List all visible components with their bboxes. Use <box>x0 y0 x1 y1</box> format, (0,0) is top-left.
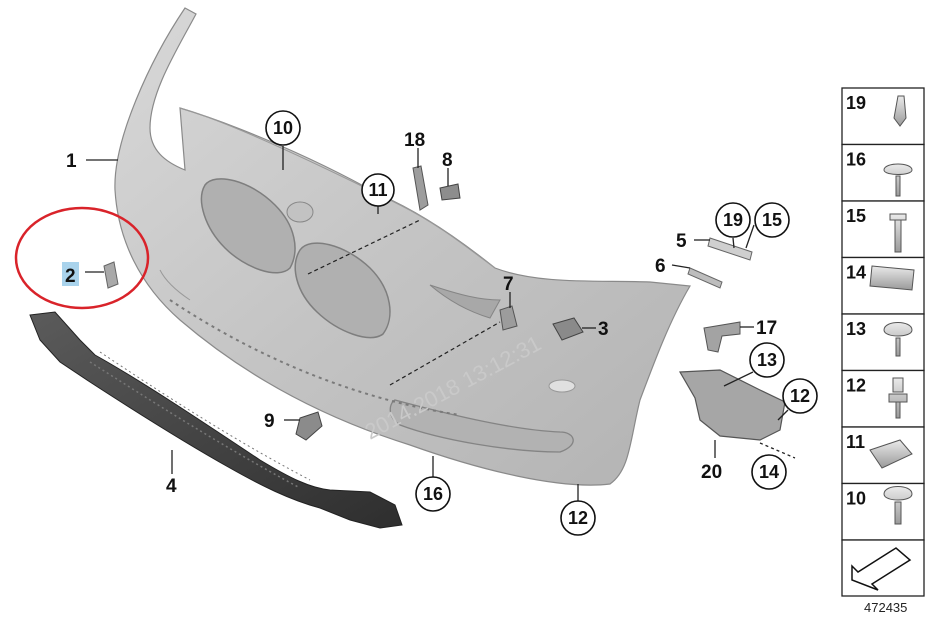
label-18: 18 <box>404 130 425 151</box>
part-icon-10 <box>883 486 913 525</box>
part-icon-13 <box>883 322 913 357</box>
svg-text:10: 10 <box>273 118 293 138</box>
part-cell-label-12: 12 <box>846 376 866 396</box>
bumper-cover <box>114 7 691 486</box>
part-cell-16: 16 <box>841 143 925 202</box>
label-17: 17 <box>756 318 777 339</box>
part-8-clip <box>439 183 461 201</box>
part-icon-12 <box>888 377 908 419</box>
part-icon-19 <box>893 95 907 127</box>
part-6-guide <box>687 267 723 289</box>
lower-grille-strip <box>29 311 403 529</box>
part-cell-label-19: 19 <box>846 93 866 113</box>
label-7: 7 <box>503 274 514 295</box>
part-cell-label-13: 13 <box>846 319 866 339</box>
svg-text:11: 11 <box>368 180 387 200</box>
parts-panel: 19 16 15 14 13 12 11 10 472435 <box>841 87 925 615</box>
highlight-circle <box>14 206 150 310</box>
svg-text:13: 13 <box>757 350 777 370</box>
part-2-bracket <box>103 261 119 289</box>
part-9-bracket <box>295 411 323 441</box>
part-cell-12: 12 <box>841 369 925 428</box>
callout-11: 11 <box>361 173 395 207</box>
svg-text:19: 19 <box>723 210 743 230</box>
label-4: 4 <box>166 476 177 497</box>
highlight-box <box>62 262 79 286</box>
part-cell-10: 10 <box>841 482 925 541</box>
svg-text:12: 12 <box>568 508 588 528</box>
part-cell-14: 14 <box>841 256 925 315</box>
part-18-bracket <box>412 165 429 211</box>
label-20: 20 <box>701 462 722 483</box>
svg-text:14: 14 <box>759 462 779 482</box>
callout-12b: 12 <box>782 378 818 414</box>
label-2: 2 <box>65 266 76 287</box>
label-1: 1 <box>66 151 77 172</box>
part-17-bracket <box>703 321 741 353</box>
svg-text:15: 15 <box>762 210 782 230</box>
part-icon-11 <box>869 439 913 469</box>
svg-text:16: 16 <box>423 484 443 504</box>
reference-number: 472435 <box>864 600 907 615</box>
label-3: 3 <box>598 319 609 340</box>
label-6: 6 <box>655 256 666 277</box>
part-cell-label-16: 16 <box>846 150 866 170</box>
callout-10: 10 <box>265 110 301 146</box>
part-cell-19: 19 <box>841 87 925 146</box>
part-icon-16 <box>883 163 913 197</box>
part-20-carrier <box>678 369 786 441</box>
label-8: 8 <box>442 150 453 171</box>
part-cell-label-15: 15 <box>846 206 866 226</box>
part-icon-15 <box>889 213 907 253</box>
part-cell-label-14: 14 <box>846 263 866 283</box>
callout-12a: 12 <box>560 500 596 536</box>
callout-15: 15 <box>754 202 790 238</box>
leader-lines <box>85 146 796 502</box>
svg-text:12: 12 <box>790 386 810 406</box>
part-cell-13: 13 <box>841 313 925 372</box>
part-cell-label-11: 11 <box>846 432 865 452</box>
part-3-cover <box>552 317 584 341</box>
part-cell-11: 11 <box>841 426 925 485</box>
part-5-strip <box>707 237 753 261</box>
part-icon-14 <box>869 265 915 291</box>
callout-14: 14 <box>751 454 787 490</box>
callout-13: 13 <box>749 342 785 378</box>
part-cell-label-10: 10 <box>846 489 866 509</box>
arrow-icon <box>851 547 912 591</box>
label-9: 9 <box>264 411 275 432</box>
part-7-bracket <box>499 305 518 331</box>
callout-16: 16 <box>415 476 451 512</box>
part-cell-15: 15 <box>841 200 925 259</box>
callout-19: 19 <box>715 202 751 238</box>
label-5: 5 <box>676 231 687 252</box>
